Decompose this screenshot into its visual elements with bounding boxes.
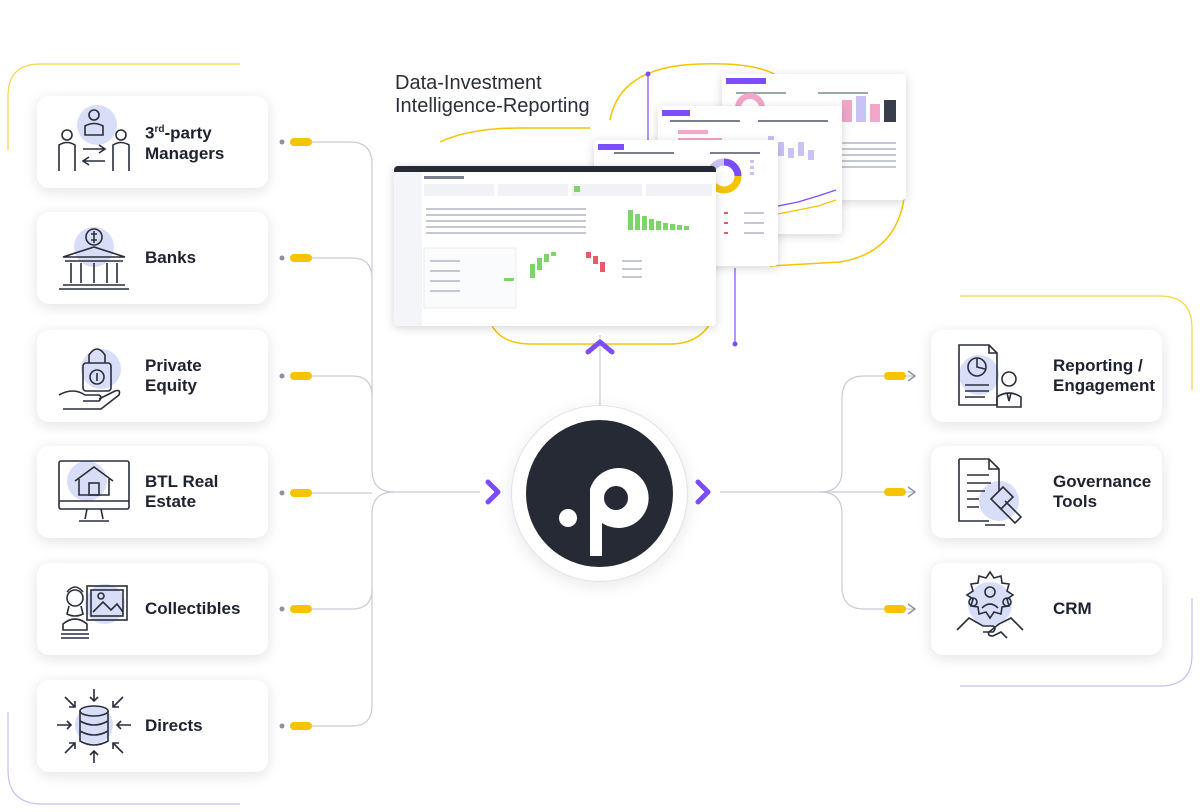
- source-label: Private Equity: [145, 356, 202, 395]
- decor-arc-top-left: [7, 63, 240, 150]
- screenshot-main-dashboard: [394, 166, 716, 326]
- source-label: Collectibles: [145, 599, 241, 618]
- platform-hub: [512, 406, 687, 581]
- decor-arc-top-right: [960, 295, 1193, 390]
- source-label: Banks: [145, 248, 197, 267]
- source-label: Directs: [145, 716, 203, 735]
- bank-icon: [59, 227, 129, 290]
- house-monitor-icon: [58, 460, 130, 522]
- platform-logo-icon: [559, 468, 649, 556]
- swoop-top: [609, 63, 781, 121]
- report-user-icon: [958, 344, 1022, 408]
- team-handshake-icon: [956, 570, 1024, 639]
- left-trunk-lines: [290, 141, 480, 727]
- diagram-title: Data-Investment Intelligence-Reporting: [395, 72, 590, 118]
- hub-core: [526, 420, 673, 567]
- title-line-1: Data-Investment: [395, 72, 542, 94]
- decor-arc-bottom-right: [960, 598, 1193, 687]
- output-card-crm: CRM: [931, 563, 1162, 655]
- source-card-private-equity: Private Equity: [37, 330, 268, 422]
- output-label: Reporting / Engagement: [1053, 356, 1156, 395]
- source-card-btl-real-estate: BTL Real Estate: [37, 446, 268, 538]
- decor-arc-bottom-left: [7, 712, 240, 805]
- document-gavel-icon: [958, 458, 1023, 526]
- chevron-right-icon-out: [695, 479, 711, 505]
- source-label: 3rd-party Managers: [145, 123, 225, 163]
- source-label: BTL Real Estate: [145, 472, 219, 511]
- source-card-3rd-party-managers: 3rd-party Managers: [37, 96, 268, 188]
- source-card-banks: Banks: [37, 212, 268, 304]
- database-icon: [57, 689, 131, 763]
- source-card-directs: Directs: [37, 680, 268, 772]
- chevron-up-icon: [585, 339, 615, 355]
- managers-exchange-icon: [58, 105, 130, 171]
- output-label: Governance Tools: [1053, 472, 1152, 511]
- left-connectors: [279, 138, 312, 730]
- bust-painting-icon: [61, 584, 128, 639]
- output-card-governance-tools: Governance Tools: [931, 446, 1162, 538]
- title-line-2: Intelligence-Reporting: [395, 95, 590, 117]
- padlock-hand-icon: [58, 348, 121, 410]
- source-card-collectibles: Collectibles: [37, 563, 268, 655]
- chevron-right-icon-in: [485, 479, 501, 505]
- output-label: CRM: [1053, 599, 1092, 618]
- output-card-reporting-engagement: Reporting / Engagement: [931, 330, 1162, 422]
- right-connectors: [884, 372, 906, 613]
